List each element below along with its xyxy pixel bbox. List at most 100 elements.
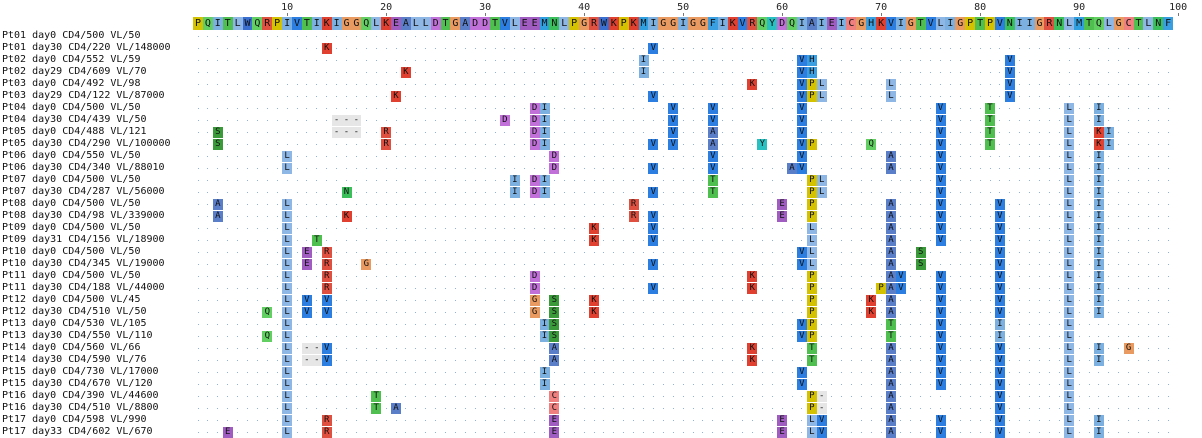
identity-dot <box>1009 36 1011 37</box>
reference-residue: M <box>539 17 550 30</box>
sequence-label: Pt06 day30 CD4/340 VL/88010 <box>2 162 165 173</box>
identity-dot <box>969 408 971 409</box>
identity-dot <box>1019 252 1021 253</box>
identity-dot <box>256 192 258 193</box>
identity-dot <box>1157 180 1159 181</box>
identity-dot <box>524 228 526 229</box>
identity-dot <box>553 264 555 265</box>
identity-dot <box>702 192 704 193</box>
identity-dot <box>989 180 991 181</box>
identity-dot <box>464 36 466 37</box>
identity-dot <box>385 324 387 325</box>
identity-dot <box>1147 252 1149 253</box>
identity-dot <box>1128 216 1130 217</box>
identity-dot <box>949 36 951 37</box>
identity-dot <box>583 216 585 217</box>
identity-dot <box>514 108 516 109</box>
identity-dot <box>563 348 565 349</box>
identity-dot <box>989 72 991 73</box>
identity-dot <box>1039 156 1040 157</box>
identity-dot <box>405 168 407 169</box>
identity-dot <box>1128 240 1130 241</box>
identity-dot <box>623 264 625 265</box>
identity-dot <box>841 36 842 37</box>
identity-dot <box>920 312 922 313</box>
identity-dot <box>524 432 526 433</box>
identity-dot <box>1009 420 1011 421</box>
identity-dot <box>217 348 219 349</box>
identity-dot <box>692 204 694 205</box>
identity-dot <box>553 96 555 97</box>
identity-dot <box>712 372 714 373</box>
sequence-label: Pt11 day30 CD4/188 VL/44000 <box>2 282 165 293</box>
identity-dot <box>385 168 387 169</box>
identity-dot <box>207 60 209 61</box>
substitution-cell: V <box>935 163 946 174</box>
identity-dot <box>1118 360 1120 361</box>
substitution-cell: K <box>391 91 401 102</box>
identity-dot <box>959 168 961 169</box>
substitution-cell: D <box>529 115 540 126</box>
identity-dot <box>722 96 724 97</box>
identity-dot <box>336 96 338 97</box>
identity-dot <box>831 144 833 145</box>
identity-dot <box>227 240 229 241</box>
identity-dot <box>256 384 258 385</box>
identity-dot <box>385 108 387 109</box>
substitution-cell: K <box>589 295 599 306</box>
identity-dot <box>553 132 555 133</box>
identity-dot <box>247 312 248 313</box>
ruler-tick-mark <box>584 13 586 16</box>
identity-dot <box>1147 432 1149 433</box>
identity-dot <box>821 144 823 145</box>
identity-dot <box>415 360 417 361</box>
identity-dot <box>1118 72 1120 73</box>
identity-dot <box>563 72 565 73</box>
identity-dot <box>682 228 684 229</box>
identity-dot <box>751 144 753 145</box>
substitution-cell: T <box>707 175 718 186</box>
identity-dot <box>355 228 357 229</box>
identity-dot <box>514 144 516 145</box>
identity-dot <box>207 336 209 337</box>
identity-dot <box>603 252 605 253</box>
identity-dot <box>1058 288 1060 289</box>
identity-dot <box>920 84 922 85</box>
identity-dot <box>375 96 377 97</box>
substitution-cell: L <box>1064 355 1075 366</box>
substitution-cell: V <box>648 43 659 54</box>
identity-dot <box>969 72 971 73</box>
identity-dot <box>722 264 724 265</box>
identity-dot <box>415 384 417 385</box>
identity-dot <box>1009 432 1011 433</box>
identity-dot <box>603 192 605 193</box>
substitution-cell: P <box>806 319 817 330</box>
identity-dot <box>672 204 674 205</box>
identity-dot <box>385 396 387 397</box>
identity-dot <box>534 324 536 325</box>
identity-dot <box>880 108 882 109</box>
identity-dot <box>1088 84 1090 85</box>
identity-dot <box>930 312 932 313</box>
identity-dot <box>662 372 664 373</box>
identity-dot <box>702 48 704 49</box>
identity-dot <box>949 48 951 49</box>
identity-dot <box>930 192 932 193</box>
identity-dot <box>504 348 506 349</box>
identity-dot <box>613 300 615 301</box>
identity-dot <box>841 252 842 253</box>
identity-dot <box>286 144 288 145</box>
identity-dot <box>1118 408 1120 409</box>
substitution-cell: A <box>886 223 896 234</box>
identity-dot <box>504 72 506 73</box>
identity-dot <box>930 252 932 253</box>
identity-dot <box>494 156 496 157</box>
identity-dot <box>910 432 912 433</box>
identity-dot <box>732 144 734 145</box>
identity-dot <box>296 72 298 73</box>
identity-dot <box>732 240 734 241</box>
identity-dot <box>761 264 763 265</box>
identity-dot <box>613 348 615 349</box>
identity-dot <box>633 180 635 181</box>
identity-dot <box>217 276 219 277</box>
